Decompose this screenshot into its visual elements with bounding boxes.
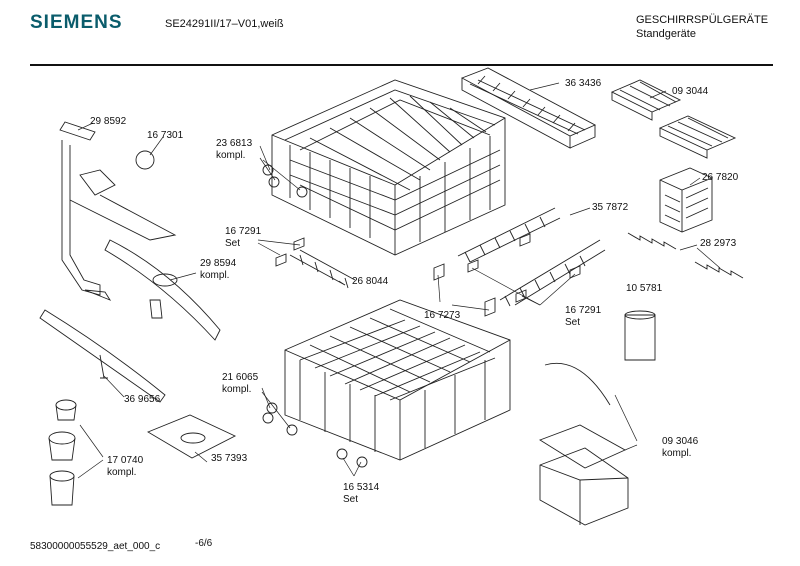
part-label-236813: 23 6813: [216, 138, 253, 149]
plate-racks: [457, 207, 606, 307]
filters: [48, 399, 77, 506]
part-label-298592: 29 8592: [90, 116, 127, 127]
part-label-165314-set: Set: [343, 494, 359, 505]
part-label-167291-bottom: 16 7291: [565, 305, 602, 316]
spray-supply-tube: [59, 121, 177, 301]
cutlery-basket: [538, 362, 629, 526]
cup-holders: [610, 79, 737, 159]
part-label-363436: 36 3436: [565, 78, 602, 89]
part-label-298594: 29 8594: [200, 258, 237, 269]
lower-basket: [284, 299, 511, 461]
part-label-369656: 36 9656: [124, 394, 161, 405]
document-id: 58300000055529_aet_000_c: [30, 541, 161, 552]
part-label-357872: 35 7872: [592, 202, 629, 213]
wheels: [262, 164, 368, 468]
small-basket: [659, 167, 713, 233]
filter-plate: [146, 414, 237, 459]
category-subtitle: Standgeräte: [636, 28, 696, 40]
model-number: SE24291II/17–V01,weiß: [165, 18, 284, 30]
cutlery-cylinder: [624, 310, 656, 361]
clips: [275, 233, 581, 317]
upper-spray-arm: [104, 239, 221, 341]
header-rule: [30, 64, 773, 66]
part-label-268044: 26 8044: [352, 276, 389, 287]
part-label-170740-kompl: kompl.: [107, 467, 137, 478]
part-label-236813-kompl: kompl.: [216, 150, 246, 161]
page-number: -6/6: [195, 538, 213, 549]
part-label-167291-top-set: Set: [225, 238, 241, 249]
part-label-267820: 26 7820: [702, 172, 739, 183]
part-label-105781: 10 5781: [626, 283, 663, 294]
part-label-167273: 16 7273: [424, 310, 461, 321]
fold-down-rack: [289, 249, 356, 289]
part-label-216065-kompl: kompl.: [222, 384, 252, 395]
part-label-167301: 16 7301: [147, 130, 184, 141]
part-label-298594-kompl: kompl.: [200, 270, 230, 281]
part-label-170740: 17 0740: [107, 455, 144, 466]
part-label-093046: 09 3046: [662, 436, 699, 447]
part-label-093044: 09 3044: [672, 86, 709, 97]
part-label-165314: 16 5314: [343, 482, 380, 493]
part-label-216065: 21 6065: [222, 372, 259, 383]
stepped-racks: [627, 232, 744, 279]
part-label-167291-top: 16 7291: [225, 226, 262, 237]
part-label-282973: 28 2973: [700, 238, 737, 249]
part-label-093046-kompl: kompl.: [662, 448, 692, 459]
lower-spray-arm: [39, 309, 166, 403]
brand-logo: SIEMENS: [30, 12, 123, 33]
upper-basket: [271, 79, 506, 256]
part-label-357393: 35 7393: [211, 453, 248, 464]
cutlery-tray: [460, 67, 597, 149]
part-label-167291-bottom-set: Set: [565, 317, 581, 328]
category-title: GESCHIRRSPÜLGERÄTE: [636, 14, 769, 26]
